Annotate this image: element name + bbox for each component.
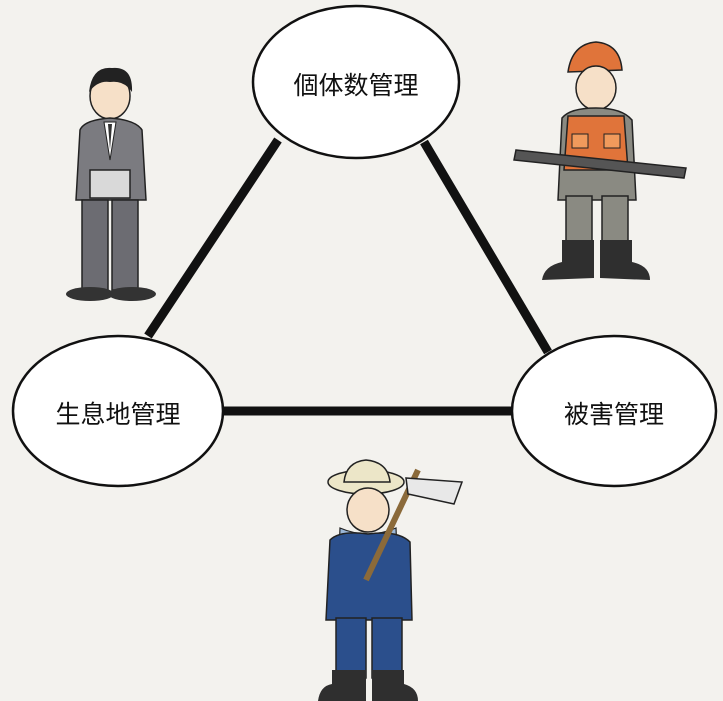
office-worker-figure	[66, 67, 156, 301]
node-top-ellipse	[251, 4, 461, 160]
farmer-figure	[318, 459, 464, 701]
line-top-left	[144, 137, 282, 339]
hunter-figure	[513, 41, 687, 280]
connector-lines	[144, 137, 552, 416]
node-right-label: 被害管理	[563, 400, 664, 429]
node-left-ellipse	[11, 334, 225, 488]
node-top-label: 個体数管理	[293, 71, 419, 100]
line-top-right	[420, 139, 552, 355]
node-left-label: 生息地管理	[55, 400, 181, 429]
node-right-ellipse	[510, 334, 718, 488]
